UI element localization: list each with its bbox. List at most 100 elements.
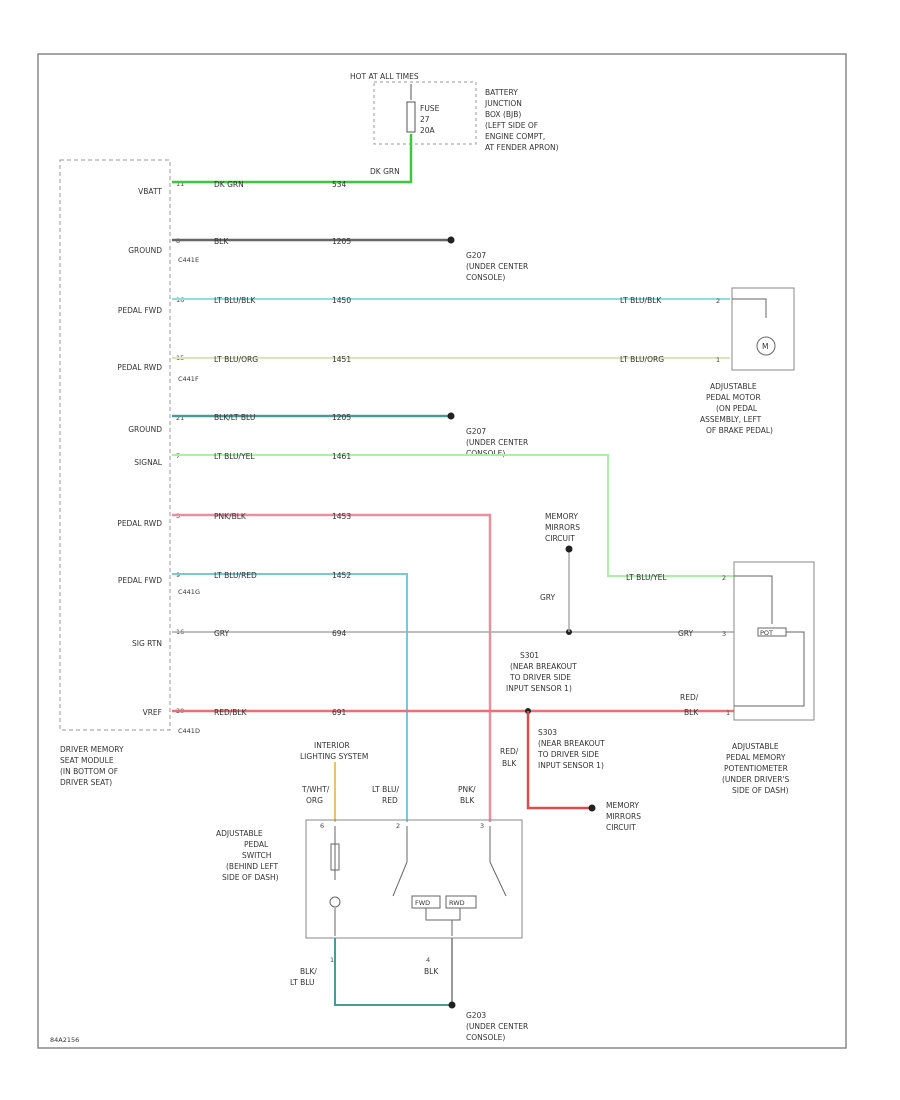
interior-lighting-2: LIGHTING SYSTEM (300, 752, 368, 761)
red-blk-vertical-1: RED/ (500, 747, 519, 756)
pin-name-pedal-fwd-1: PEDAL FWD (118, 306, 162, 315)
fuse-symbol (406, 101, 416, 133)
connector-c441d: C441D (178, 727, 200, 735)
switch-pin-4: 4 (426, 956, 430, 964)
module-label-2: SEAT MODULE (60, 756, 114, 765)
bjb-label-6: AT FENDER APRON) (485, 143, 559, 152)
s301-label-2: (NEAR BREAKOUT (510, 662, 577, 671)
circuit-label-vref: 691 (332, 708, 347, 717)
switch-pin-2: 2 (396, 822, 400, 830)
pin-name-signal: SIGNAL (134, 458, 163, 467)
switch-fwd-contact (392, 861, 408, 897)
circuit-label-pedal-fwd-2: 1452 (332, 571, 351, 580)
pin-num-ground-2: 21 (176, 414, 184, 422)
wire-label-pedal-fwd-2: LT BLU/RED (214, 571, 257, 580)
wire-label-pot-vref-b: BLK (684, 708, 699, 717)
motor-symbol-label: M (762, 342, 768, 351)
module-label-3: (IN BOTTOM OF (60, 767, 118, 776)
pot-pin-rtn: 3 (722, 630, 726, 638)
switch-pin-6: 6 (320, 822, 324, 830)
motor-label-1: ADJUSTABLE (710, 382, 757, 391)
circuit-label-sig-rtn: 694 (332, 629, 347, 638)
switch-pin-3: 3 (480, 822, 484, 830)
switch-outline (305, 819, 523, 939)
switch-common (425, 908, 461, 921)
gry-vertical-label: GRY (540, 593, 556, 602)
wire-label-pedal-rwd-1: LT BLU/ORG (214, 355, 258, 364)
bjb-label-2: JUNCTION (484, 99, 522, 108)
fuse-line1: FUSE (420, 104, 440, 113)
switch-wire-4-a: BLK (424, 967, 439, 976)
switch-rwd-contact (489, 861, 507, 897)
pedal-memory-potentiometer: POT ADJUSTABLE PEDAL MEMORY POTENTIOMETE… (722, 561, 815, 795)
interior-lighting-1: INTERIOR (314, 741, 350, 750)
s303-label-1: S303 (538, 728, 557, 737)
g207-a-label-2: (UNDER CENTER (466, 262, 528, 271)
ground-point-g207-a (447, 236, 455, 244)
wire-label-ground-1: BLK (214, 237, 229, 246)
g207-b-label-1: G207 (466, 427, 486, 436)
circuit-label-signal: 1461 (332, 452, 351, 461)
wire-pedal-rwd-pnk-blk (172, 513, 492, 822)
adjustable-pedal-motor: M ADJUSTABLE PEDAL MOTOR (ON PEDAL ASSEM… (700, 287, 795, 435)
wire-vbatt-dk-grn (172, 134, 413, 184)
motor-symbol (756, 336, 776, 356)
switch-wire-1-a: BLK/ (300, 967, 317, 976)
pin-name-pedal-rwd-1: PEDAL RWD (117, 363, 162, 372)
g203-label-1: G203 (466, 1011, 486, 1020)
wire-label-motor-a: LT BLU/BLK (620, 296, 662, 305)
motor-lead (732, 298, 767, 318)
switch-label-2: PEDAL (244, 840, 269, 849)
pot-element-label: POT (760, 629, 773, 637)
switch-pin-1: 1 (330, 956, 334, 964)
switch-wire-3-a: PNK/ (458, 785, 476, 794)
wire-label-sig-rtn: GRY (214, 629, 230, 638)
connector-c441g: C441G (178, 588, 200, 596)
pot-label-1: ADJUSTABLE (732, 742, 779, 751)
bjb-label-1: BATTERY (485, 88, 518, 97)
memory-mirrors-bottom-node (588, 804, 596, 812)
red-blk-vertical-2: BLK (502, 759, 517, 768)
switch-wire-6-b: ORG (306, 796, 323, 805)
wire-switch-blk-lt-blu (334, 938, 449, 1006)
memory-mirrors-top-node (565, 545, 573, 553)
bjb-label-4: (LEFT SIDE OF (485, 121, 538, 130)
pot-outline (733, 561, 815, 721)
g207-b-label-2: (UNDER CENTER (466, 438, 528, 447)
battery-junction-box: HOT AT ALL TIMES FUSE 27 20A BATTERY JUN… (350, 72, 559, 152)
s303-label-4: INPUT SENSOR 1) (538, 761, 604, 770)
pot-loop (734, 631, 805, 707)
pot-label-5: SIDE OF DASH) (732, 786, 789, 795)
memory-mirrors-bottom-1: MEMORY (606, 801, 639, 810)
pot-label-4: (UNDER DRIVER'S (722, 775, 789, 784)
pot-wiper (734, 575, 773, 624)
circuit-label-pedal-rwd-2: 1453 (332, 512, 351, 521)
ground-point-g203 (448, 1001, 456, 1009)
switch-label-3: SWITCH (242, 851, 271, 860)
ground-point-g207-b (447, 412, 455, 420)
connector-c441e: C441E (178, 256, 199, 264)
pin-name-pedal-rwd-2: PEDAL RWD (117, 519, 162, 528)
s301-label-1: S301 (520, 651, 539, 660)
pin-name-ground-2: GROUND (128, 425, 162, 434)
pot-label-3: POTENTIOMETER (724, 764, 788, 773)
wire-label-fuse-out: DK GRN (370, 167, 400, 176)
memory-mirrors-bottom-2: MIRRORS (606, 812, 641, 821)
fuse-line3: 20A (420, 126, 436, 135)
motor-label-3: (ON PEDAL (716, 404, 758, 413)
pin-name-sig-rtn: SIG RTN (132, 639, 162, 648)
driver-memory-seat-module: DRIVER MEMORY SEAT MODULE (IN BOTTOM OF … (59, 159, 171, 787)
fuse-header: HOT AT ALL TIMES (350, 72, 419, 81)
motor-pin-a: 2 (716, 297, 720, 305)
switch-lamp (330, 843, 340, 871)
circuit-label-pedal-rwd-1: 1451 (332, 355, 351, 364)
switch-wire-3-b: BLK (460, 796, 475, 805)
s301-label-3: TO DRIVER SIDE (509, 673, 571, 682)
pot-pin-vref: 1 (726, 709, 730, 717)
switch-wire-1-b: LT BLU (290, 978, 315, 987)
pot-pin-signal: 2 (722, 574, 726, 582)
pin-name-vref: VREF (143, 708, 162, 717)
wire-label-pot-vref-a: RED/ (680, 693, 699, 702)
circuit-label-pedal-fwd-1: 1450 (332, 296, 351, 305)
